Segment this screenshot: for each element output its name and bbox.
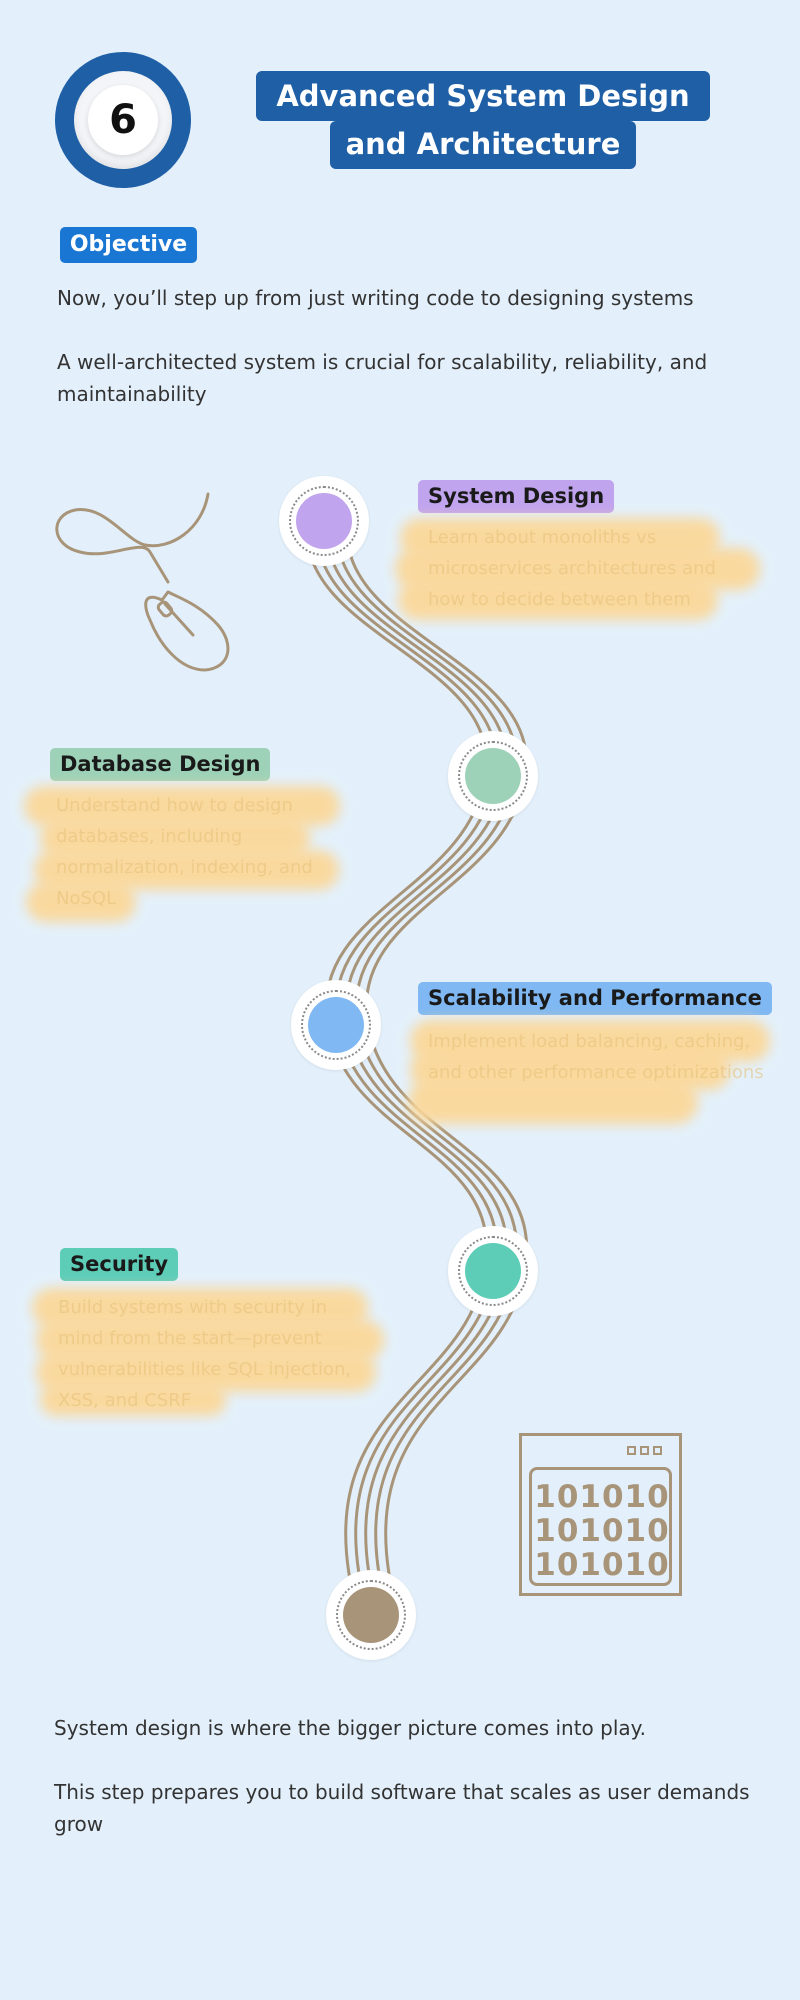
roadmap-node-fill [465, 748, 521, 804]
conclusion-paragraph-2: This step prepares you to build software… [54, 1780, 750, 1836]
description-highlight [40, 1384, 226, 1416]
description-highlight [26, 882, 136, 922]
objective-paragraph-2: A well-architected system is crucial for… [57, 350, 708, 406]
roadmap-node-fill [343, 1587, 399, 1643]
binary-line: 101010 [534, 1479, 670, 1515]
description-highlight [398, 580, 718, 620]
roadmap-node-dotted-ring [458, 1236, 528, 1306]
binary-line: 101010 [534, 1513, 670, 1549]
roadmap-node-dotted-ring [301, 990, 371, 1060]
page-title-line-1: Advanced System Design [256, 71, 710, 121]
computer-mouse-icon [55, 492, 230, 672]
topic-description-scalability: Implement load balancing, caching, and o… [428, 1031, 764, 1083]
conclusion-paragraph-1: System design is where the bigger pictur… [54, 1716, 646, 1740]
roadmap-node-fill [296, 493, 352, 549]
topic-label-security: Security [60, 1248, 179, 1281]
topic-description-security: Build systems with security in mind from… [58, 1297, 352, 1411]
objective-paragraph-1: Now, you’ll step up from just writing co… [57, 286, 694, 310]
roadmap-node-fill [308, 997, 364, 1053]
window-button-icon [627, 1446, 636, 1455]
window-button-icon [640, 1446, 649, 1455]
window-button-icon [653, 1446, 662, 1455]
step-number: 6 [88, 85, 158, 155]
binary-code-window-icon [519, 1433, 682, 1596]
binary-code-panel [529, 1467, 672, 1586]
roadmap-node-fill [465, 1243, 521, 1299]
topic-description-database-design: Understand how to design databases, incl… [56, 795, 313, 909]
topic-label-scalability: Scalability and Performance [418, 982, 772, 1015]
description-highlight [408, 1080, 698, 1124]
roadmap-node-dotted-ring [336, 1580, 406, 1650]
topic-label-database-design: Database Design [50, 748, 271, 781]
topic-description-system-design: Learn about monoliths vs microservices a… [428, 527, 716, 610]
objective-label: Objective [60, 227, 197, 263]
topic-label-system-design: System Design [418, 480, 615, 513]
binary-line: 101010 [534, 1547, 670, 1583]
page-title-line-2: and Architecture [330, 121, 636, 169]
roadmap-node-dotted-ring [289, 486, 359, 556]
roadmap-node-dotted-ring [458, 741, 528, 811]
